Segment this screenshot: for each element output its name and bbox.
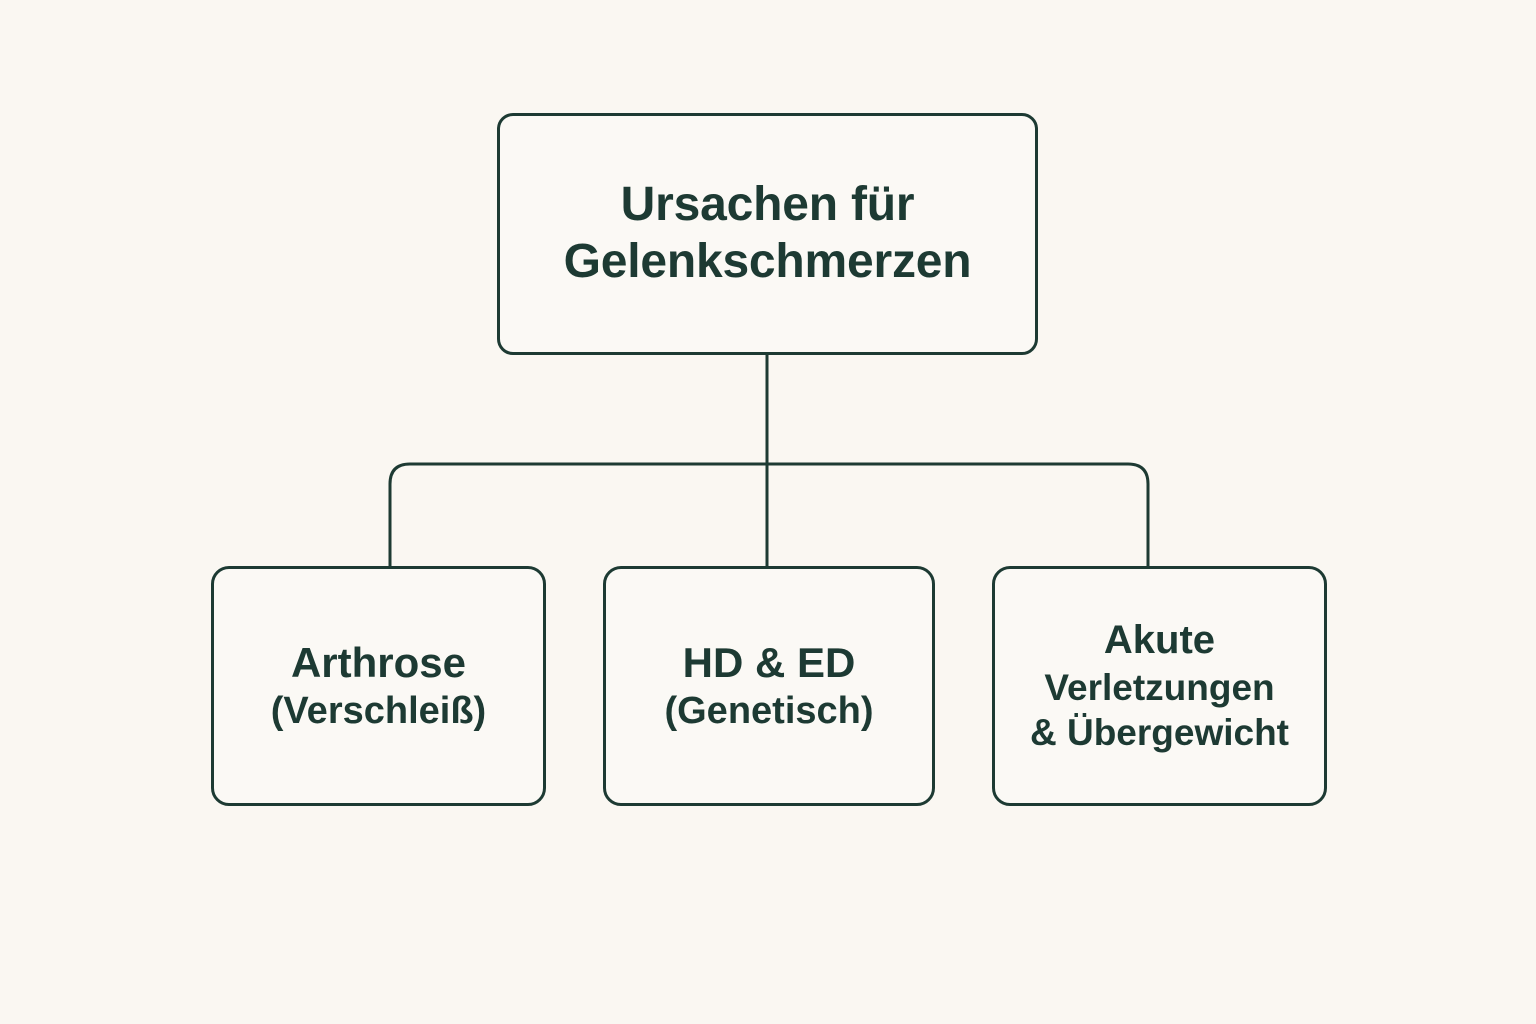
node-root-line-2: Gelenkschmerzen (563, 235, 972, 288)
node-arthrose-line-2: (Verschleiß) (270, 690, 487, 733)
node-arthrose[interactable]: Arthrose (Verschleiß) (211, 566, 546, 806)
node-akute-verletzungen-line-2: Verletzungen (1044, 667, 1275, 709)
node-root[interactable]: Ursachen für Gelenkschmerzen (497, 113, 1038, 355)
node-akute-verletzungen-line-1: Akute (1103, 618, 1216, 663)
node-hd-ed-line-1: HD & ED (682, 639, 856, 687)
node-akute-verletzungen-line-3: & Übergewicht (1029, 712, 1290, 754)
connector-branch-right (767, 462, 1150, 566)
node-root-line-1: Ursachen für (620, 178, 915, 232)
node-hd-ed-line-2: (Genetisch) (664, 690, 874, 733)
node-akute-verletzungen[interactable]: Akute Verletzungen & Übergewicht (992, 566, 1327, 806)
node-hd-ed[interactable]: HD & ED (Genetisch) (603, 566, 935, 806)
connector-branch-left (388, 462, 767, 566)
node-arthrose-line-1: Arthrose (290, 639, 467, 687)
